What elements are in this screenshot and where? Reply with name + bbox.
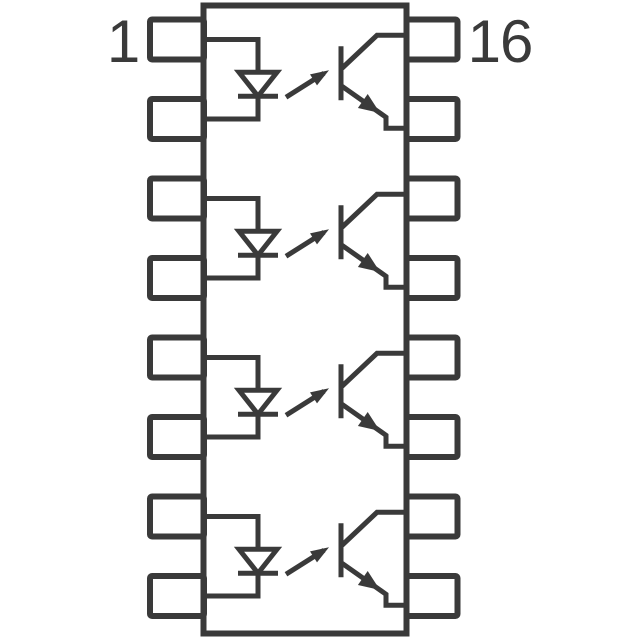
- pin-1: [147, 16, 207, 63]
- ic-body: [200, 2, 410, 637]
- transistor-collector: [340, 350, 407, 389]
- light-arrow-icon-ch1: [284, 70, 329, 100]
- led-anode-wire: [204, 355, 261, 391]
- transistor-collector: [340, 509, 407, 548]
- led-diode-icon-ch1: [204, 37, 283, 122]
- led-cathode-wire: [204, 255, 261, 281]
- light-arrow-head: [310, 388, 329, 404]
- light-arrow-head: [310, 70, 329, 86]
- phototransistor-icon-ch1: [338, 32, 407, 131]
- pin-5: [147, 334, 207, 381]
- pin-10: [403, 493, 461, 540]
- led-diode-icon-ch3: [204, 355, 283, 440]
- led-anode-wire: [204, 37, 261, 73]
- led-triangle: [233, 228, 283, 260]
- led-cathode-wire: [204, 96, 261, 122]
- led-triangle: [233, 387, 283, 419]
- pin-8: [147, 573, 207, 619]
- pin-16: [403, 16, 461, 63]
- transistor-emitter-arrow-head: [357, 252, 380, 273]
- pin-7: [147, 493, 207, 540]
- pin-15: [403, 96, 461, 142]
- pin-1-label: 1: [106, 8, 140, 75]
- transistor-emitter-arrow-head: [357, 570, 380, 591]
- pin-9: [403, 573, 461, 619]
- light-arrow-head: [310, 229, 329, 245]
- led-triangle: [233, 546, 283, 578]
- transistor-collector: [340, 191, 407, 230]
- pin-4: [147, 255, 207, 301]
- led-anode-wire: [204, 196, 261, 232]
- optocoupler-channel-2: [204, 191, 407, 290]
- light-arrow-icon-ch3: [284, 388, 329, 418]
- led-diode-icon-ch2: [204, 196, 283, 281]
- light-arrow-head: [310, 547, 329, 563]
- transistor-emitter-arrow-head: [357, 411, 380, 432]
- transistor-emitter-arrow-head: [357, 93, 380, 114]
- pin-11: [403, 414, 461, 460]
- light-arrow-icon-ch4: [284, 547, 329, 577]
- pin-13: [403, 255, 461, 301]
- optocoupler-channel-4: [204, 509, 407, 608]
- pin-3: [147, 175, 207, 222]
- pin-12: [403, 334, 461, 381]
- optocoupler-channel-3: [204, 350, 407, 449]
- pin-6: [147, 414, 207, 460]
- led-triangle: [233, 69, 283, 101]
- phototransistor-icon-ch4: [338, 509, 407, 608]
- optocoupler-channel-1: [204, 32, 407, 131]
- led-diode-icon-ch4: [204, 514, 283, 599]
- led-cathode-wire: [204, 414, 261, 440]
- light-arrow-icon-ch2: [284, 229, 329, 259]
- led-anode-wire: [204, 514, 261, 550]
- pin-14: [403, 175, 461, 222]
- transistor-collector: [340, 32, 407, 71]
- led-cathode-wire: [204, 573, 261, 599]
- pin-2: [147, 96, 207, 142]
- pin-16-label: 16: [467, 8, 534, 75]
- phototransistor-icon-ch2: [338, 191, 407, 290]
- phototransistor-icon-ch3: [338, 350, 407, 449]
